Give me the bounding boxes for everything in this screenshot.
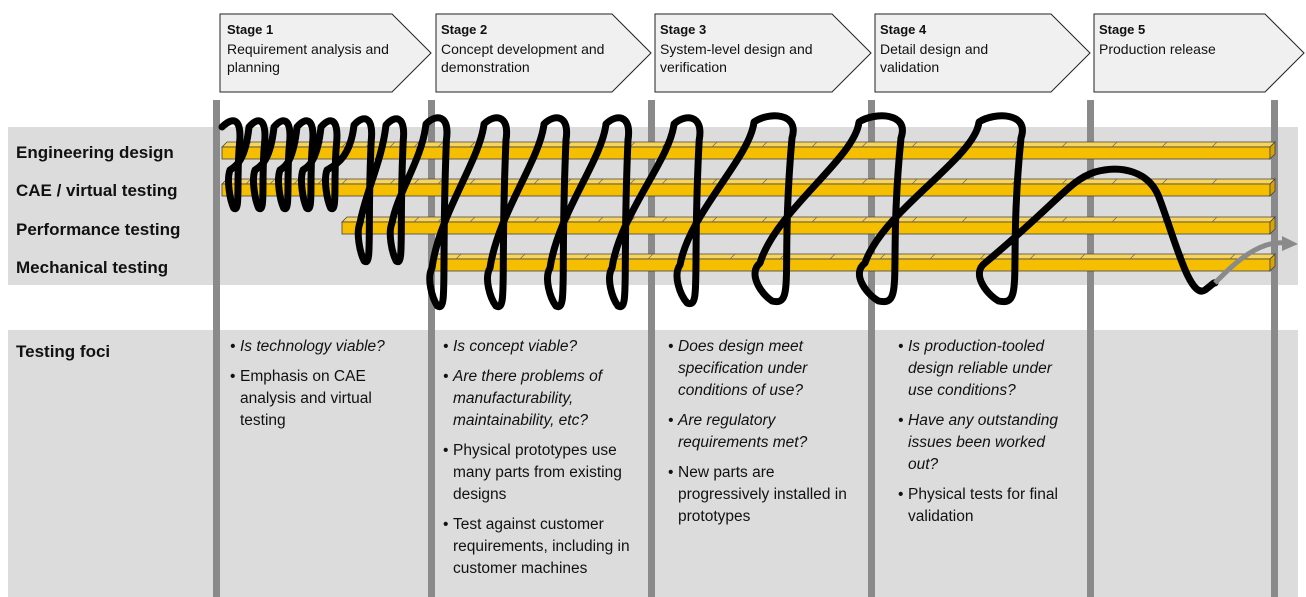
bar-engineering-design [221,141,1276,160]
foci-item: Emphasis on CAE analysis and virtual tes… [230,366,410,432]
bar-mechanical-testing [431,253,1276,272]
stage-2-desc: Concept development and demonstration [441,41,605,75]
foci-item: Is production-tooled design reliable und… [898,336,1078,402]
foci-column-3: Does design meet specification under con… [668,336,863,536]
spiral-arrowhead [1282,236,1298,251]
foci-item: New parts are progressively installed in… [668,462,863,528]
bar-cae-virtual-testing [221,178,1276,197]
row-label-cae-virtual-testing: CAE / virtual testing [16,181,178,200]
row-label-performance-testing: Performance testing [16,220,181,239]
foci-item: Are there problems of manufacturability,… [443,366,648,432]
stage-4-arrow [874,13,1091,93]
foci-item: Have any outstanding issues been worked … [898,410,1078,476]
divider-6 [1271,100,1278,597]
spiral-tail-arrow [1213,240,1286,285]
divider-3 [648,100,655,597]
stage-3-desc: System-level design and verification [660,41,813,75]
bar-performance-testing [341,216,1276,235]
foci-item: Physical tests for final validation [898,484,1078,528]
stage-4-desc: Detail design and validation [880,41,989,75]
foci-item: Physical prototypes use many parts from … [443,440,648,506]
foci-column-2: Is concept viable? Are there problems of… [443,336,648,588]
stage-1-arrow [219,13,432,93]
stage-5-arrow [1093,13,1305,93]
stage-5-desc: Production release [1099,41,1216,57]
stage-4-title: Stage 4 [880,22,927,37]
divider-5 [1087,100,1094,597]
iteration-spiral [218,112,1298,311]
foci-item: Does design meet specification under con… [668,336,863,402]
stage-arrows [219,13,1305,93]
foci-item: Is technology viable? [230,336,410,358]
foci-item: Is concept viable? [443,336,648,358]
stage-1-title: Stage 1 [227,22,274,37]
foci-item: Test against customer requirements, incl… [443,514,648,580]
foci-label: Testing foci [16,342,111,361]
divider-1 [213,100,220,597]
foci-item: Are regulatory requirements met? [668,410,863,454]
row-label-engineering-design: Engineering design [16,143,174,162]
foci-column-4: Is production-tooled design reliable und… [898,336,1078,536]
stage-1-desc: Requirement analysis and planning [227,41,389,75]
divider-4 [868,100,875,597]
divider-2 [428,100,435,597]
activity-bars [221,141,1276,272]
stage-3-title: Stage 3 [660,22,707,37]
stage-dividers [213,100,1278,597]
stage-3-arrow [654,13,872,93]
row-label-mechanical-testing: Mechanical testing [16,258,169,277]
iteration-spiral-path [218,112,1219,311]
foci-column-1: Is technology viable? Emphasis on CAE an… [230,336,410,440]
stage-2-arrow [435,13,652,93]
stage-5-title: Stage 5 [1099,22,1146,37]
stage-2-title: Stage 2 [441,22,488,37]
